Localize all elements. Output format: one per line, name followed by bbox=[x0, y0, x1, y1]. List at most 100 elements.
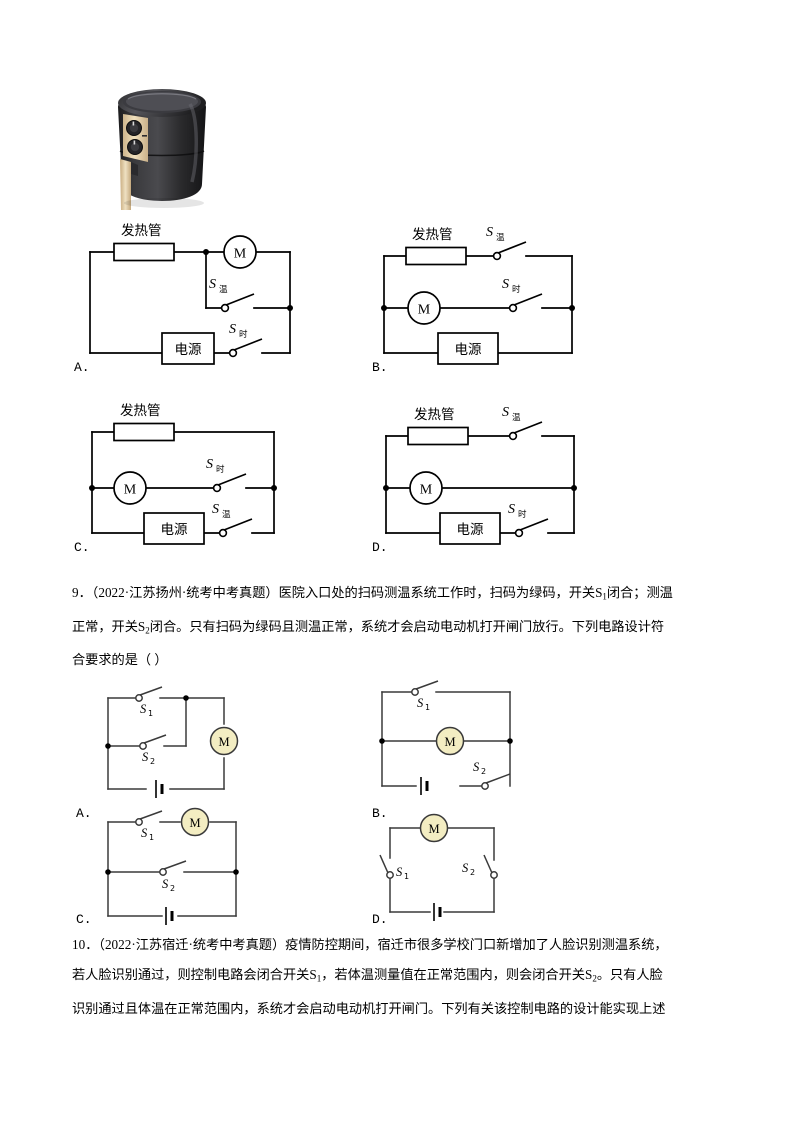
q9c-switch-2 bbox=[159, 860, 187, 876]
q9b-switch-1-label: S bbox=[417, 696, 424, 710]
q9c-switch-2-label: S bbox=[162, 877, 169, 891]
q9-option-c-letter: C. bbox=[76, 912, 92, 927]
q9c-switch-1-label: S bbox=[141, 826, 148, 840]
q8d-switch-time bbox=[514, 518, 549, 538]
q9-line2-a: 正常，开关S bbox=[72, 618, 146, 634]
q8b-power-box bbox=[437, 332, 499, 365]
q9a-battery bbox=[155, 780, 164, 798]
q8a-switch-time-label: S bbox=[229, 322, 236, 337]
q8c-switch-temp-label: S bbox=[212, 502, 219, 517]
q8b-switch-temp-label: S bbox=[486, 225, 493, 240]
q8d-switch-time-sub: 时 bbox=[518, 509, 527, 520]
q8a-node-top bbox=[203, 249, 209, 255]
q9c-switch-2-sub: 2 bbox=[170, 884, 175, 893]
q8-option-d-letter: D. bbox=[372, 540, 388, 555]
q8a-motor bbox=[223, 235, 257, 269]
question-10-text: 10．（2022·江苏宿迁·统考中考真题）疫情防控期间，宿迁市很多学校门口新增加… bbox=[72, 930, 722, 1024]
q8-option-d-circuit: 发热管 S 温 M 电源 S 时 bbox=[376, 396, 666, 545]
q8-option-a-letter: A. bbox=[74, 360, 90, 375]
q8a-switch-temp-label: S bbox=[209, 277, 216, 292]
q9a-motor bbox=[209, 726, 239, 756]
q10-sub-2: 2 bbox=[592, 973, 597, 984]
q8c-power-box bbox=[143, 512, 205, 545]
q9d-switch-1-sub: 1 bbox=[404, 872, 409, 881]
q8d-switch-time-label: S bbox=[508, 502, 515, 517]
q9-sub-2: 2 bbox=[145, 625, 150, 636]
q9d-motor bbox=[419, 813, 449, 843]
q9a-switch-1 bbox=[135, 686, 163, 702]
q8c-heater-element bbox=[113, 422, 175, 442]
q9d-switch-2-label: S bbox=[462, 861, 469, 875]
q8a-switch-time-sub: 时 bbox=[239, 329, 248, 340]
q8-option-b-letter: B. bbox=[372, 360, 388, 375]
q10-line2-b: ，若体温测量值在正常范围内，则会闭合开关S bbox=[321, 967, 593, 982]
q8b-motor-label: M bbox=[418, 303, 431, 318]
q9-option-d-circuit: M S 1 S 2 bbox=[372, 800, 632, 926]
q9b-switch-2-label: S bbox=[473, 760, 480, 774]
q8b-switch-temp bbox=[492, 241, 527, 261]
q8a-switch-temp-sub: 温 bbox=[219, 284, 228, 295]
q9-option-b-circuit: S 1 M S 2 bbox=[372, 676, 632, 804]
q8d-motor bbox=[409, 471, 443, 505]
q8b-switch-time-label: S bbox=[502, 277, 509, 292]
q9d-switch-1 bbox=[379, 854, 394, 879]
q9-sub-1: 1 bbox=[602, 591, 607, 602]
q9c-battery bbox=[165, 907, 174, 925]
q9a-motor-label: M bbox=[218, 735, 229, 749]
air-fryer-image bbox=[98, 58, 226, 216]
q9c-switch-1 bbox=[135, 810, 163, 826]
q8b-switch-time-sub: 时 bbox=[512, 284, 521, 295]
q8a-switch-temp bbox=[220, 293, 255, 313]
q8b-switch-time bbox=[508, 293, 543, 313]
q8b-node-left bbox=[381, 305, 387, 311]
q8d-node-right bbox=[571, 485, 577, 491]
q8a-switch-time bbox=[228, 338, 263, 358]
q8b-motor bbox=[407, 291, 441, 325]
q8a-power-box bbox=[161, 332, 215, 365]
q8d-switch-temp-label: S bbox=[502, 405, 509, 420]
q9-line2-b: 闭合。只有扫码为绿码且测温正常，系统才会启动电动机打开闸门放行。下列电路设计符 bbox=[149, 618, 665, 634]
q9-option-a-letter: A. bbox=[76, 806, 92, 821]
q9a-switch-2-label: S bbox=[142, 750, 149, 764]
question-9-text: 9．（2022·江苏扬州·统考中考真题）医院入口处的扫码测温系统工作时，扫码为绿… bbox=[72, 578, 722, 675]
q9-option-a-circuit: S 1 S 2 M bbox=[84, 676, 344, 804]
q8-option-b-circuit: 发热管 S 温 M S 时 电源 bbox=[376, 216, 666, 365]
q8c-switch-temp-sub: 温 bbox=[222, 509, 231, 520]
q10-line3: 识别通过且体温在正常范围内，系统才会启动电动机打开闸门。下列有关该控制电路的设计… bbox=[72, 1000, 666, 1016]
q8c-switch-time-sub: 时 bbox=[216, 464, 225, 475]
q9b-switch-1 bbox=[411, 680, 439, 696]
q9d-switch-2-sub: 2 bbox=[470, 868, 475, 877]
q9d-motor-label: M bbox=[428, 822, 439, 836]
q8c-heater-label: 发热管 bbox=[120, 403, 161, 419]
q8a-motor-label: M bbox=[234, 247, 247, 262]
q8d-power-box bbox=[439, 512, 501, 545]
q9b-motor-label: M bbox=[444, 735, 455, 749]
q8c-switch-time bbox=[212, 473, 247, 493]
q8b-heater-label: 发热管 bbox=[412, 227, 453, 243]
q9-option-d-letter: D. bbox=[372, 912, 388, 927]
q9-line3: 合要求的是（ ） bbox=[72, 652, 168, 668]
q9b-node-right bbox=[507, 738, 513, 744]
q8d-switch-temp-sub: 温 bbox=[512, 412, 521, 423]
q8d-heater-element bbox=[407, 426, 469, 446]
q8c-power-label: 电源 bbox=[161, 522, 188, 538]
q8d-heater-label: 发热管 bbox=[414, 407, 455, 423]
q8d-node-left bbox=[383, 485, 389, 491]
q8a-heater-label: 发热管 bbox=[121, 223, 162, 239]
q9d-battery bbox=[433, 903, 442, 921]
q10-sub-1: 1 bbox=[316, 973, 322, 984]
q9a-switch-2 bbox=[139, 734, 167, 750]
q9-line1-b: 闭合；测温 bbox=[606, 585, 673, 600]
q8b-heater-element bbox=[405, 246, 467, 266]
q8d-switch-temp bbox=[508, 421, 543, 441]
q9c-node-left bbox=[105, 869, 111, 875]
q9c-motor-label: M bbox=[189, 816, 200, 830]
q9d-switch-1-label: S bbox=[396, 865, 403, 879]
q9c-motor bbox=[180, 807, 210, 837]
q8c-node-left bbox=[89, 485, 95, 491]
q9b-switch-1-sub: 1 bbox=[425, 703, 430, 712]
q8a-power-label: 电源 bbox=[175, 342, 202, 358]
q8b-power-label: 电源 bbox=[455, 342, 482, 358]
q9c-node-right bbox=[233, 869, 239, 875]
